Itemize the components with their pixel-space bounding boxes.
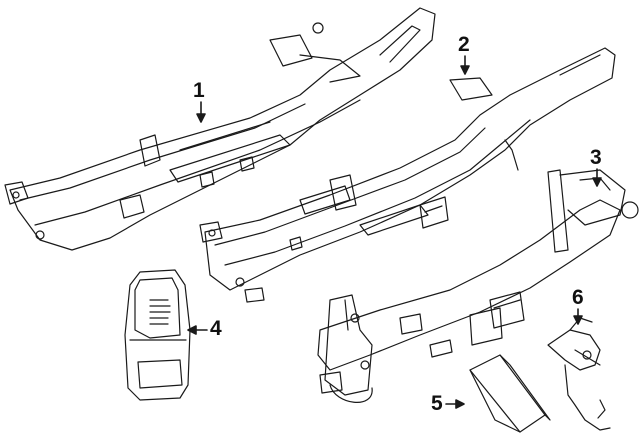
callout-3: 3 xyxy=(590,146,602,169)
part-2-frame xyxy=(199,47,616,303)
callout-2: 2 xyxy=(458,33,470,56)
part-4-tray xyxy=(124,269,191,401)
part-5-module xyxy=(469,354,551,433)
callout-5: 5 xyxy=(431,392,443,415)
callout-1: 1 xyxy=(193,79,205,102)
part-1-frame xyxy=(4,7,436,251)
part-3-hitch xyxy=(317,169,639,403)
arrow-icon xyxy=(187,55,602,409)
callout-6: 6 xyxy=(572,286,584,309)
callout-4: 4 xyxy=(210,317,222,340)
part-6-bracket xyxy=(547,317,611,431)
